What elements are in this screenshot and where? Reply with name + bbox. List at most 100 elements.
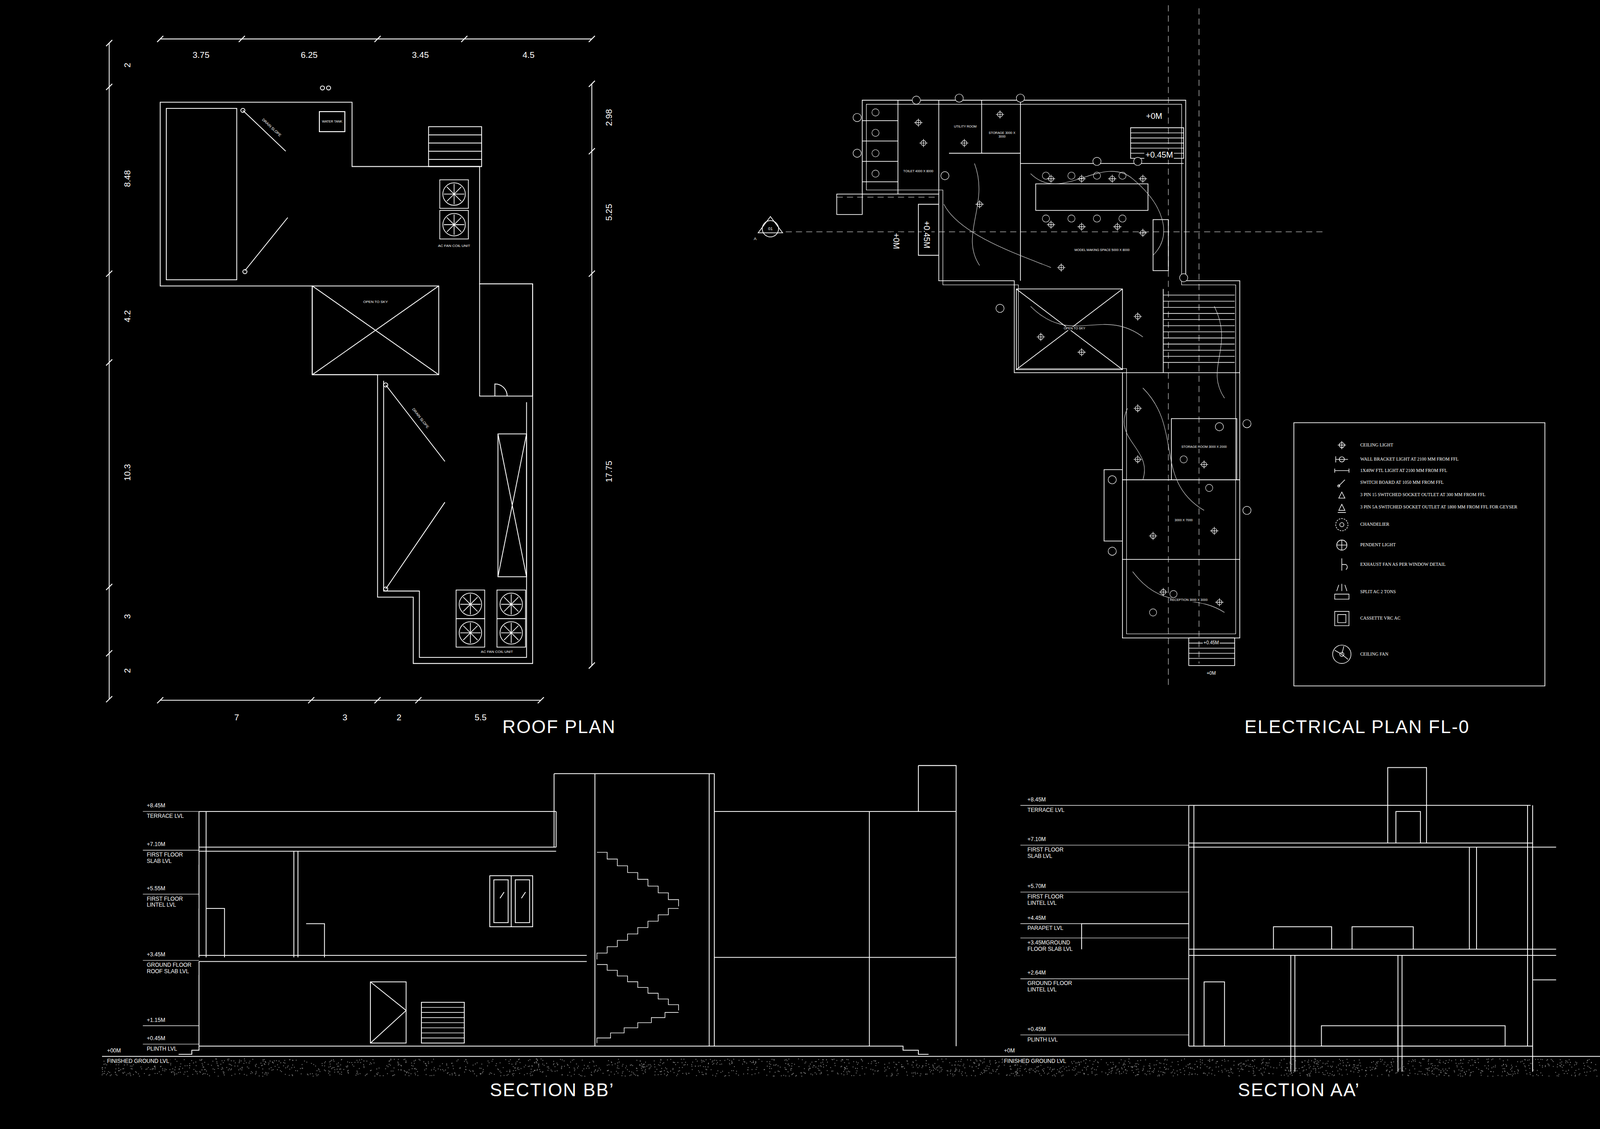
ac-unit-line — [456, 589, 485, 619]
ground-hatch-line — [758, 1072, 759, 1074]
ground-hatch-line — [1097, 1062, 1099, 1064]
ground-hatch-line — [1288, 1069, 1290, 1071]
ground-hatch-line — [610, 1061, 612, 1063]
ground-hatch-line — [500, 1071, 502, 1073]
ground-hatch-line — [1241, 1068, 1243, 1070]
ground-hatch-line — [102, 1068, 103, 1070]
ground-hatch-line — [1431, 1070, 1433, 1072]
ground-hatch-line — [482, 1069, 484, 1071]
ground-hatch-line — [217, 1075, 219, 1077]
ground-hatch-line — [265, 1071, 267, 1073]
ground-hatch-line — [241, 1066, 243, 1068]
ground-hatch-line — [903, 1067, 905, 1069]
ground-hatch-line — [1115, 1065, 1117, 1067]
ground-hatch-line — [1431, 1072, 1433, 1074]
ground-hatch-line — [932, 1064, 934, 1066]
ground-hatch-line — [1517, 1070, 1519, 1072]
ground-hatch-line — [443, 1070, 445, 1072]
ground-hatch-line — [176, 1061, 178, 1062]
ground-hatch-line — [408, 1072, 410, 1074]
ground-hatch-line — [341, 1058, 343, 1060]
ground-hatch-line — [1517, 1070, 1519, 1072]
ground-hatch-line — [630, 1064, 632, 1066]
ground-hatch-line — [1191, 1073, 1193, 1075]
ground-hatch-line — [1586, 1071, 1588, 1073]
ground-hatch-line — [675, 1064, 677, 1066]
ground-hatch-line — [1443, 1070, 1445, 1072]
ground-hatch-line — [1233, 1064, 1235, 1066]
ceiling-light-symbol-line-line — [914, 118, 923, 127]
ground-hatch-line — [1115, 1065, 1117, 1067]
ground-hatch-line — [801, 1075, 803, 1077]
ground-hatch-line — [676, 1073, 678, 1075]
ground-hatch-line — [231, 1065, 233, 1067]
ground-hatch-line — [250, 1072, 252, 1074]
ground-hatch-line — [1468, 1069, 1470, 1071]
ground-hatch-line — [347, 1061, 349, 1063]
ground-hatch-line — [512, 1073, 513, 1075]
ground-hatch-line — [827, 1074, 829, 1076]
ground-hatch-line — [1558, 1075, 1559, 1077]
ground-hatch-line — [464, 1060, 466, 1062]
electrical-plan-line — [1035, 184, 1148, 211]
ground-hatch-line — [1058, 1071, 1060, 1073]
ground-hatch-line — [1172, 1075, 1174, 1077]
ground-hatch-line — [1408, 1075, 1410, 1077]
ground-hatch-line — [1524, 1066, 1526, 1068]
ground-hatch-line — [795, 1075, 797, 1077]
ground-hatch-line — [1263, 1071, 1265, 1073]
furniture-line — [1169, 590, 1178, 598]
ground-hatch-line — [466, 1062, 468, 1064]
furniture-line — [1205, 484, 1213, 492]
ground-hatch-line — [1472, 1071, 1474, 1072]
ground-hatch-line — [223, 1074, 225, 1076]
ground-hatch-line — [266, 1074, 268, 1076]
ground-hatch-line — [1463, 1071, 1465, 1073]
ground-hatch-line — [659, 1064, 661, 1066]
ground-hatch-line — [1238, 1075, 1240, 1077]
ceiling-light-symbol-line-line — [1046, 220, 1056, 229]
electrical-plan-line — [1293, 422, 1545, 687]
ground-hatch-line — [1289, 1061, 1291, 1063]
ground-hatch-line — [1083, 1073, 1085, 1075]
ground-hatch-line — [283, 1061, 285, 1063]
ground-hatch-line — [581, 1059, 583, 1061]
ground-hatch-line — [210, 1064, 212, 1066]
ground-hatch-line — [256, 1063, 257, 1065]
ground-hatch-line — [1315, 1068, 1317, 1070]
ground-hatch-line — [1268, 1072, 1270, 1074]
ground-hatch-line — [1051, 1075, 1053, 1077]
ground-hatch-line — [1324, 1074, 1326, 1076]
ground-hatch-line — [1356, 1064, 1358, 1066]
ground-hatch-line — [405, 1074, 406, 1076]
ground-hatch-line — [1486, 1067, 1488, 1069]
ground-hatch-line — [761, 1060, 763, 1062]
ground-hatch-line — [1565, 1070, 1567, 1072]
ceiling-light-symbol-line-line — [1200, 460, 1209, 469]
ground-hatch-line — [753, 1060, 754, 1062]
ground-hatch-line — [608, 1060, 610, 1062]
ground-hatch-line — [1345, 1064, 1347, 1066]
ground-hatch-line — [615, 1070, 617, 1072]
ground-hatch-line — [165, 1069, 167, 1071]
ground-hatch-line — [921, 1066, 923, 1068]
dimension-tick-line — [157, 35, 164, 42]
ground-hatch-line — [870, 1068, 872, 1070]
ground-hatch-line — [784, 1066, 786, 1068]
ground-hatch-line — [1051, 1070, 1052, 1072]
ground-hatch-line — [238, 1069, 240, 1071]
ground-hatch-line — [372, 1059, 374, 1061]
ground-hatch-line — [954, 1070, 956, 1072]
ground-hatch-line — [156, 1072, 158, 1074]
ground-hatch-line — [373, 1062, 375, 1064]
ground-hatch-line — [1569, 1061, 1571, 1063]
ground-hatch-line — [1283, 1058, 1285, 1060]
ground-hatch-line — [412, 1065, 414, 1067]
ground-hatch-line — [1526, 1073, 1528, 1075]
stair-lines-line — [596, 852, 679, 907]
ground-hatch-line — [641, 1067, 642, 1069]
ground-hatch-line — [345, 1066, 347, 1067]
ground-hatch-line — [234, 1065, 236, 1067]
ground-hatch-line — [1460, 1075, 1462, 1077]
ground-hatch-line — [433, 1068, 435, 1070]
